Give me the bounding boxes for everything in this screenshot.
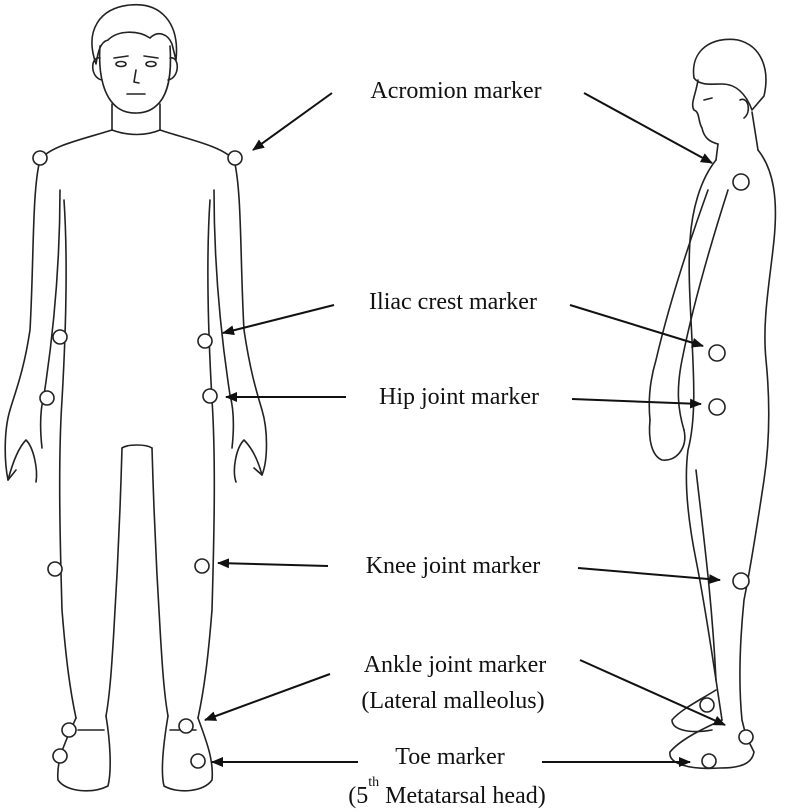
iliac-crest-label: Iliac crest marker	[369, 289, 537, 315]
side-hip-marker	[708, 398, 726, 416]
ankle-joint-sublabel: (Lateral malleolus)	[361, 688, 545, 714]
front-iliac-left-marker	[52, 329, 68, 345]
acromion-front-arrow	[252, 92, 333, 151]
toe-label: Toe marker	[395, 744, 505, 770]
iliac-front-arrow	[222, 304, 335, 336]
front-knee-left-marker	[47, 561, 63, 577]
side-toe-marker	[701, 753, 717, 769]
toe-sublabel-rest: Metatarsal head)	[379, 783, 546, 809]
front-knee-right-marker	[194, 558, 210, 574]
ankle-side-arrow	[579, 659, 726, 726]
markers	[32, 150, 754, 769]
front-acromion-left-marker	[32, 150, 48, 166]
front-hip-left-marker	[39, 390, 55, 406]
side-ankle-marker	[699, 697, 715, 713]
side-acromion-marker	[732, 173, 750, 191]
side-ankle-marker-2	[738, 729, 754, 745]
front-ankle-right-marker	[178, 718, 194, 734]
front-ankle-left-marker	[61, 722, 77, 738]
knee-front-arrow	[217, 558, 329, 569]
toe-sublabel-prefix: (5	[348, 783, 369, 809]
knee-joint-label: Knee joint marker	[365, 553, 541, 579]
side-knee-marker	[732, 572, 750, 590]
front-iliac-right-marker	[197, 333, 213, 349]
iliac-side-arrow	[569, 304, 704, 348]
front-toe-left-marker	[52, 748, 68, 764]
hip-joint-label: Hip joint marker	[379, 384, 539, 410]
hip-side-arrow	[571, 398, 702, 409]
side-iliac-marker	[708, 344, 726, 362]
knee-side-arrow	[577, 567, 721, 585]
ankle-front-arrow	[204, 673, 331, 721]
front-hip-right-marker	[202, 388, 218, 404]
front-acromion-right-marker	[227, 150, 243, 166]
front-toe-right-marker	[190, 753, 206, 769]
toe-sublabel: (5th Metatarsal head)	[348, 776, 546, 809]
front-figure	[4, 3, 268, 792]
arrows	[204, 92, 726, 767]
toe-sublabel-superscript: th	[368, 775, 380, 790]
ankle-joint-label: Ankle joint marker	[363, 652, 547, 678]
acromion-label: Acromion marker	[370, 78, 542, 104]
acromion-side-arrow	[583, 92, 713, 164]
